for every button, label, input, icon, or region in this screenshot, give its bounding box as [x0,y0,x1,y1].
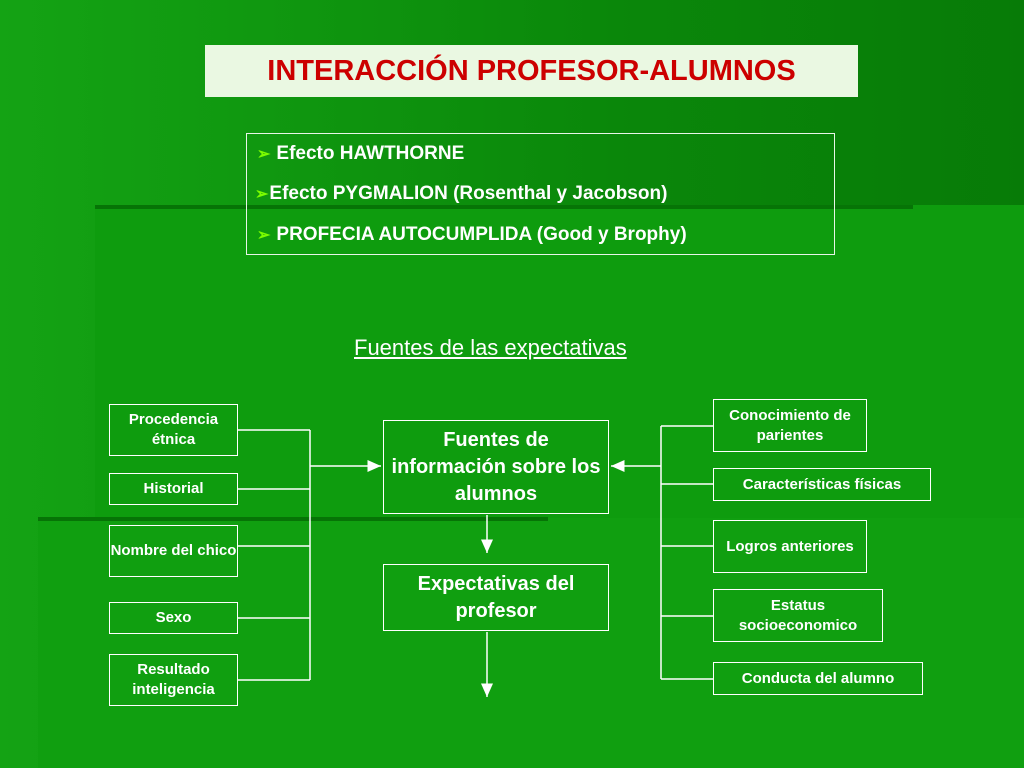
source-box-conducta: Conducta del alumno [713,662,923,695]
background-shadow-line [95,205,913,209]
source-box-estatus: Estatus socioeconomico [713,589,883,642]
background-panel-lower [38,518,1024,768]
center-box-fuentes: Fuentes de información sobre los alumnos [383,420,609,514]
source-box-sexo: Sexo [109,602,238,634]
center-box-expectativas: Expectativas del profesor [383,564,609,631]
source-box-nombre: Nombre del chico [109,525,238,577]
arrow-bullet-icon: ➢ [255,186,269,203]
effects-list: ➢ Efecto HAWTHORNE ➢ Efecto PYGMALION (R… [246,133,835,255]
source-box-caracteristicas: Características físicas [713,468,931,501]
source-box-resultado: Resultado inteligencia [109,654,238,706]
page-title: INTERACCIÓN PROFESOR-ALUMNOS [267,54,796,87]
arrow-bullet-icon: ➢ [257,146,271,163]
background-shadow-line-lower [38,517,548,521]
title-banner: INTERACCIÓN PROFESOR-ALUMNOS [205,45,858,97]
source-box-procedencia: Procedencia étnica [109,404,238,456]
source-box-historial: Historial [109,473,238,505]
section-subtitle: Fuentes de las expectativas [354,335,627,360]
list-item: ➢ Efecto PYGMALION (Rosenthal y Jacobson… [255,183,668,204]
source-box-logros: Logros anteriores [713,520,867,573]
source-box-conocimiento: Conocimiento de parientes [713,399,867,452]
list-item: ➢ Efecto HAWTHORNE [257,143,465,164]
arrow-bullet-icon: ➢ [257,227,271,244]
list-item: ➢ PROFECIA AUTOCUMPLIDA (Good y Brophy) [257,224,687,245]
